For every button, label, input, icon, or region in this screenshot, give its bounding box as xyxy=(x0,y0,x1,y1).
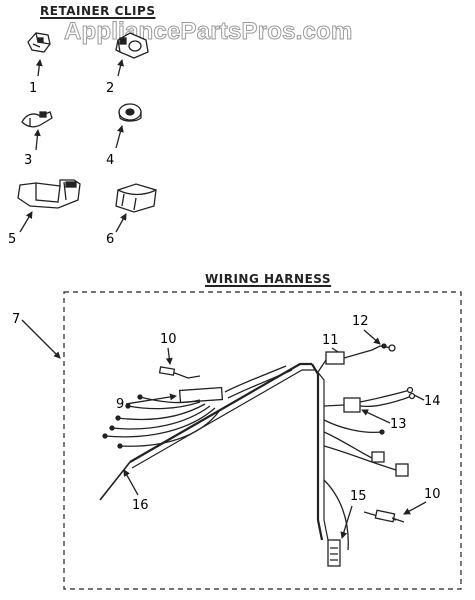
callout-10-upper: 10 xyxy=(160,332,177,347)
leader-15 xyxy=(340,505,353,539)
leader-14 xyxy=(413,394,425,401)
leader-7 xyxy=(21,319,61,359)
retainer-clip-1 xyxy=(27,32,51,53)
wiring-harness xyxy=(99,343,416,567)
retainer-clip-2 xyxy=(115,32,149,59)
callout-15: 15 xyxy=(350,489,367,504)
leader-11 xyxy=(331,347,339,353)
callout-3: 3 xyxy=(24,153,32,168)
callout-6: 6 xyxy=(106,232,114,247)
leader-1 xyxy=(35,59,43,77)
callout-4: 4 xyxy=(106,153,114,168)
callout-9: 9 xyxy=(116,397,124,412)
leader-13 xyxy=(361,409,391,424)
callout-5: 5 xyxy=(8,232,16,247)
leader-16 xyxy=(123,469,139,496)
callout-1: 1 xyxy=(29,81,37,96)
leader-9 xyxy=(125,393,177,405)
leader-4 xyxy=(115,125,124,149)
leader-10-upper xyxy=(165,347,173,365)
leader-10-lower xyxy=(403,501,427,515)
leader-2 xyxy=(117,59,124,77)
callout-12: 12 xyxy=(352,314,369,329)
callout-13: 13 xyxy=(390,417,407,432)
retainer-clip-4 xyxy=(118,103,142,122)
leader-3 xyxy=(33,129,41,151)
callout-11: 11 xyxy=(322,333,339,348)
wiring-harness-frame xyxy=(63,291,462,590)
retainer-clip-3 xyxy=(21,111,53,128)
callout-7: 7 xyxy=(12,312,20,327)
callout-14: 14 xyxy=(424,394,441,409)
wiring-harness-title: WIRING HARNESS xyxy=(205,272,332,286)
retainer-clip-5 xyxy=(17,179,81,209)
callout-10-lower: 10 xyxy=(424,487,441,502)
retainer-clips-title: RETAINER CLIPS xyxy=(40,4,156,18)
watermark: AppliancePartsPros.com xyxy=(64,18,353,46)
callout-16: 16 xyxy=(132,498,149,513)
leader-5 xyxy=(19,211,33,233)
retainer-clip-6 xyxy=(115,183,157,213)
leader-6 xyxy=(115,213,127,233)
callout-2: 2 xyxy=(106,81,114,96)
leader-12 xyxy=(363,329,381,345)
